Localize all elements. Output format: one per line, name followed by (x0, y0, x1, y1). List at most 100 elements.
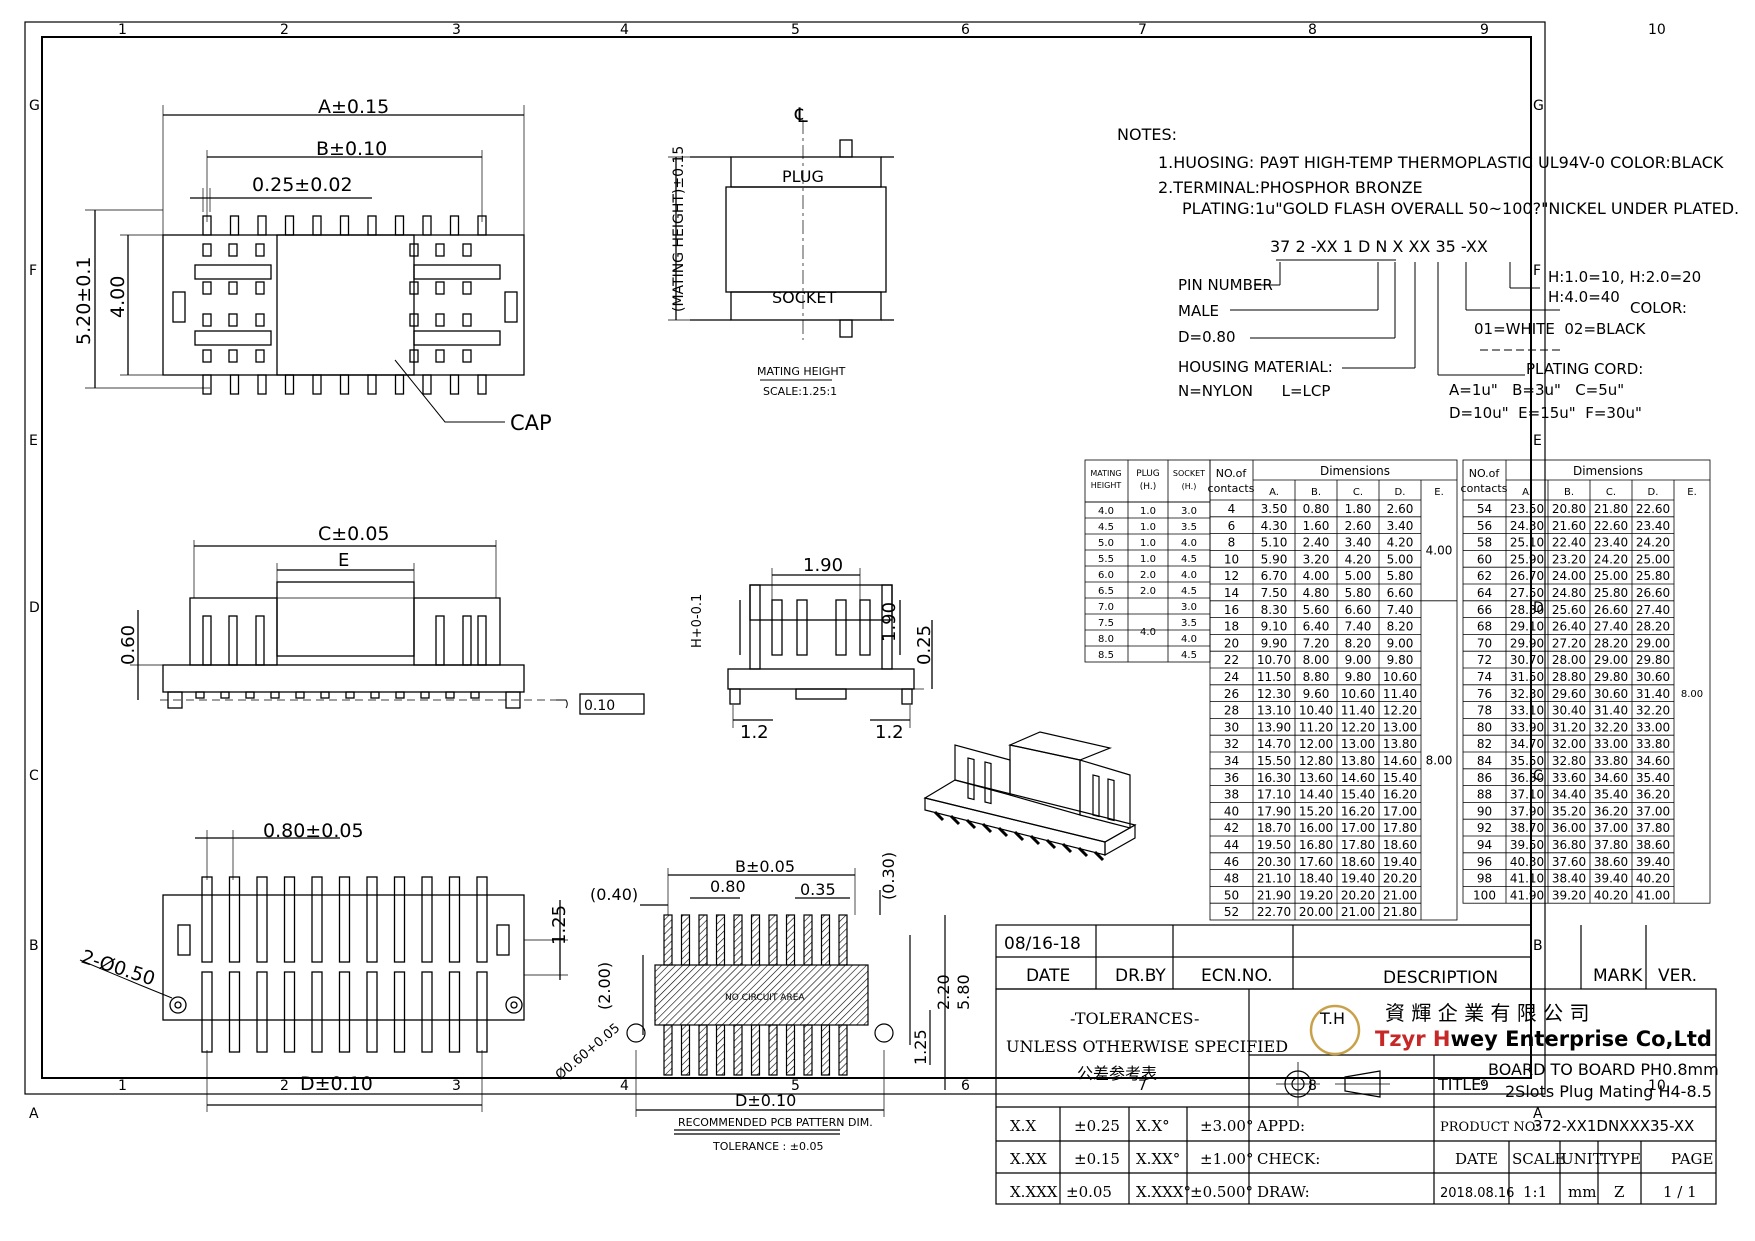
dim-right-cell: 20.80 (1552, 502, 1586, 516)
dim-left-cell: 19.40 (1383, 855, 1417, 869)
dim-left-cell: 18.60 (1341, 855, 1375, 869)
dim-left-cell: 21.80 (1383, 905, 1417, 919)
dim-left-cell: 12.80 (1299, 754, 1333, 768)
height-table-cell: 2.0 (1140, 586, 1156, 597)
top-contact (409, 349, 419, 363)
zone-col-bottom: 6 (961, 1078, 970, 1094)
dim-height-400: 4.00 (107, 276, 129, 318)
tol-xxx-val: ±0.15 (1074, 1150, 1120, 1168)
dim-mating-height: (MATING HEIGHT)±0.15 (671, 146, 687, 312)
dim-right-cell: 92 (1477, 821, 1492, 835)
dim-right-cell: 27.40 (1594, 620, 1628, 634)
dim-left-cell: 5.10 (1261, 536, 1288, 550)
zone-col-bottom: 2 (280, 1078, 289, 1094)
top-pin (284, 215, 295, 236)
title-line-1: BOARD TO BOARD PH0.8mm (1488, 1060, 1719, 1079)
zone-col-bottom: 8 (1308, 1078, 1317, 1094)
dim-d: D±0.10 (300, 1073, 373, 1095)
pcb-pad (803, 914, 813, 966)
dim-left-cell: 15.20 (1299, 804, 1333, 818)
dim-left-cell: 5.90 (1261, 552, 1288, 566)
pcb-dim-b: B±0.05 (735, 857, 795, 876)
dim-right-cell: 31.50 (1510, 670, 1544, 684)
pcb-pad (698, 1024, 708, 1076)
top-pin (229, 215, 240, 236)
dim-right-cell: 26.70 (1510, 569, 1544, 583)
side-pin (320, 691, 330, 699)
dim-left-cell: 1.60 (1303, 519, 1330, 533)
dim-right-cell: 31.20 (1552, 720, 1586, 734)
val-date: 2018.08.16 (1440, 1186, 1514, 1201)
pcb-pad (663, 1024, 673, 1076)
dim-right-cell: 24.80 (1552, 586, 1586, 600)
dim-right-cell: 39.40 (1594, 872, 1628, 886)
dim-right-cell: 23.40 (1636, 519, 1670, 533)
flatness-value: 0.10 (584, 698, 615, 714)
dim-right-cell: 35.20 (1552, 804, 1586, 818)
dim-right-cell: 86 (1477, 771, 1492, 785)
pcb-dim-d: D±0.10 (735, 1091, 796, 1110)
dim-left-cell: 7.40 (1345, 620, 1372, 634)
dim-right-cell: 33.80 (1636, 737, 1670, 751)
dim-left-cell: 3.40 (1345, 536, 1372, 550)
dim-left-cell: 8.30 (1261, 603, 1288, 617)
top-contact (462, 349, 472, 363)
dim-left-cell: 10.60 (1341, 687, 1375, 701)
zone-row-right: B (1533, 938, 1543, 954)
zone-row-left: G (29, 98, 40, 114)
pcb-dim-035: 0.35 (800, 880, 836, 899)
dim-left-cell: 3.20 (1303, 552, 1330, 566)
iso-pin (1029, 834, 1041, 846)
pcb-dim-220: 2.20 (934, 974, 953, 1010)
top-contact (255, 281, 265, 295)
zone-col-top: 10 (1648, 22, 1666, 38)
part-code-breakdown (1230, 259, 1560, 376)
dim-left-cell: 6.70 (1261, 569, 1288, 583)
dim-right-cell: 27.20 (1552, 636, 1586, 650)
dim-right-col: B. (1564, 487, 1574, 498)
dim-060: 0.60 (118, 625, 139, 665)
side-pin (445, 691, 455, 699)
pcb-pad (715, 1024, 726, 1076)
dim-left-cell: 13.60 (1299, 771, 1333, 785)
dim-right-cell: 25.00 (1594, 569, 1628, 583)
height-table-cell: 1.0 (1140, 522, 1156, 533)
bottom-pin-lower (366, 971, 378, 1053)
dim-right-cell: 98 (1477, 872, 1492, 886)
mating-height-labels: ℄ PLUG SOCKET (MATING HEIGHT)±0.15 MATIN… (671, 103, 846, 398)
dim-right-cell: 26.60 (1636, 586, 1670, 600)
top-contact (202, 313, 212, 327)
dim-left-cell: 10 (1224, 552, 1239, 566)
dim-left-cell: 15.40 (1383, 771, 1417, 785)
dim-right-cell: 32.30 (1510, 687, 1544, 701)
pcb-dim-040: (0.40) (590, 885, 638, 904)
dim-right-cell: 33.80 (1594, 754, 1628, 768)
dim-height-520: 5.20±0.1 (73, 257, 95, 345)
dim-left-col: B. (1311, 487, 1321, 498)
col-page: PAGE (1671, 1150, 1713, 1168)
dim-left-cell: 19.50 (1257, 838, 1291, 852)
dim-right-cell: 29.90 (1510, 636, 1544, 650)
top-contact (435, 349, 445, 363)
dim-right-cell: 41.10 (1510, 872, 1544, 886)
zone-col-top: 5 (791, 22, 800, 38)
notes-heading: NOTES: (1117, 125, 1177, 144)
height-table-cell: 6.5 (1098, 586, 1114, 597)
iso-pin (1093, 850, 1105, 862)
dim-left-cell: 8.00 (1303, 653, 1330, 667)
height-table-cell: 2.0 (1140, 570, 1156, 581)
top-contact (435, 313, 445, 327)
top-pin (367, 215, 377, 236)
bottom-pin-lower (228, 971, 241, 1053)
dim-right-cell: 33.00 (1594, 737, 1628, 751)
dim-left-cell: 26 (1224, 687, 1239, 701)
bottom-pin-upper (448, 876, 461, 963)
dim-right-cell: 62 (1477, 569, 1492, 583)
height-table-cell: 6.0 (1098, 570, 1114, 581)
dim-left-cell: 13.90 (1257, 720, 1291, 734)
zone-row-right: D (1533, 600, 1544, 616)
tol-x3a: X.XXX° (1136, 1183, 1191, 1201)
color-label: COLOR: (1630, 299, 1687, 317)
dim-right-cell: 33.90 (1510, 720, 1544, 734)
